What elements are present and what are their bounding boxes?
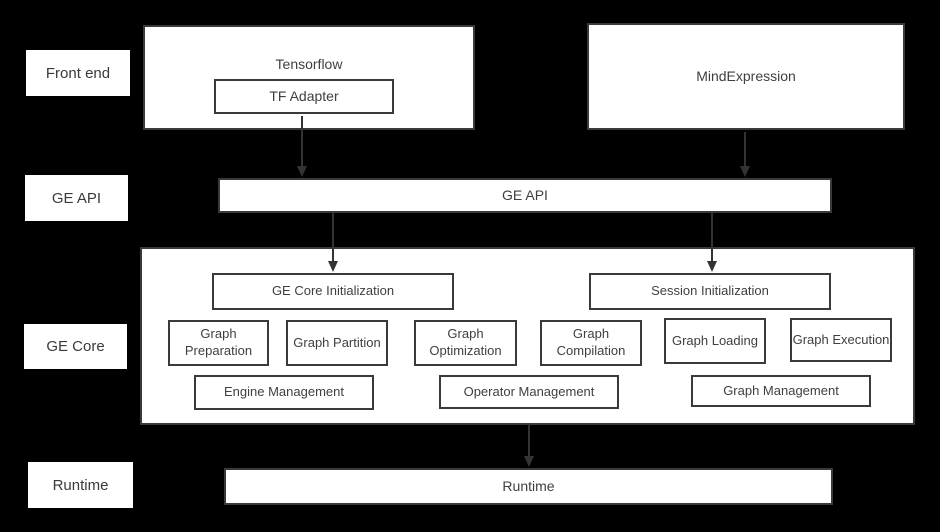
node-graph-optimization: Graph Optimization	[414, 320, 517, 366]
node-mindexpression: MindExpression	[587, 23, 905, 130]
node-operator-management-label: Operator Management	[463, 383, 595, 399]
node-ge-core-initialization-label: GE Core Initialization	[271, 283, 395, 299]
row-label-front-end: Front end	[26, 50, 130, 96]
node-session-initialization-label: Session Initialization	[651, 283, 769, 299]
arrow-down-icon	[707, 261, 717, 272]
node-runtime-bar: Runtime	[224, 468, 833, 505]
node-ge-api-bar-label: GE API	[502, 187, 548, 204]
node-graph-preparation-label: Graph Preparation	[184, 326, 253, 358]
node-graph-loading-label: Graph Loading	[671, 332, 758, 348]
row-label-front-end-text: Front end	[45, 64, 111, 82]
arrow-line	[332, 213, 334, 263]
arrow-ge-core-to-runtime	[524, 425, 534, 467]
node-tensorflow-label: Tensorflow	[275, 56, 343, 72]
arrow-down-icon	[524, 456, 534, 467]
node-graph-execution-label: Graph Execution	[792, 331, 890, 347]
arrow-mindexpression-to-ge-api	[740, 132, 750, 177]
arrow-down-icon	[297, 166, 307, 177]
node-graph-optimization-label: Graph Optimization	[429, 326, 502, 358]
arrow-line	[301, 116, 303, 168]
node-graph-compilation-label: Graph Compilation	[556, 326, 626, 358]
node-tf-adapter: TF Adapter	[214, 79, 394, 114]
arrow-tf-adapter-to-ge-api	[297, 116, 307, 177]
arrow-line	[528, 425, 530, 458]
node-graph-partition: Graph Partition	[286, 320, 388, 366]
row-label-ge-core-text: GE Core	[46, 338, 105, 355]
node-operator-management: Operator Management	[439, 375, 619, 409]
node-engine-management: Engine Management	[194, 375, 374, 410]
node-runtime-bar-label: Runtime	[502, 478, 555, 495]
node-mindexpression-label: MindExpression	[696, 68, 796, 85]
arrow-ge-api-to-ge-core-initialization	[328, 213, 338, 272]
node-session-initialization: Session Initialization	[589, 273, 831, 310]
row-label-ge-api-text: GE API	[51, 189, 102, 207]
arrow-line	[711, 213, 713, 263]
node-graph-partition-label: Graph Partition	[293, 334, 381, 350]
node-engine-management-label: Engine Management	[224, 384, 344, 400]
row-label-ge-api: GE API	[25, 175, 128, 221]
node-graph-execution: Graph Execution	[790, 318, 892, 362]
node-graph-preparation: Graph Preparation	[168, 320, 269, 366]
node-graph-loading: Graph Loading	[664, 318, 766, 364]
row-label-ge-core: GE Core	[24, 324, 127, 369]
arrow-down-icon	[740, 166, 750, 177]
node-tensorflow: Tensorflow	[143, 25, 475, 130]
node-ge-core-initialization: GE Core Initialization	[212, 273, 454, 310]
arrow-ge-api-to-session-initialization	[707, 213, 717, 272]
node-tf-adapter-label: TF Adapter	[269, 88, 339, 105]
node-ge-api-bar: GE API	[218, 178, 832, 213]
node-graph-management-label: Graph Management	[723, 382, 839, 398]
node-graph-compilation: Graph Compilation	[540, 320, 642, 366]
row-label-runtime: Runtime	[28, 462, 133, 508]
row-label-runtime-text: Runtime	[52, 476, 109, 494]
arrow-down-icon	[328, 261, 338, 272]
node-graph-management: Graph Management	[691, 375, 871, 407]
arrow-line	[744, 132, 746, 168]
